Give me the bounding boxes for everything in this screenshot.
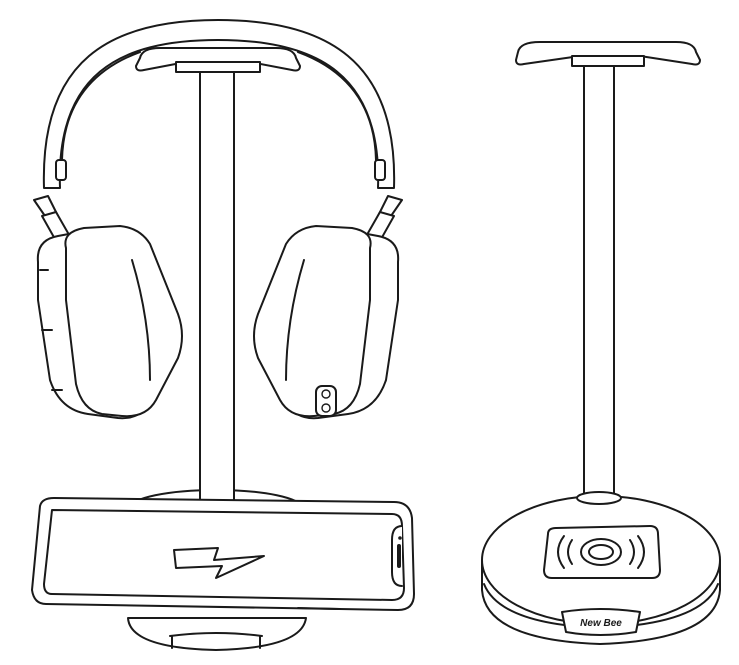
right-ear-cup: [253, 195, 403, 420]
right-stand-cradle: [515, 41, 701, 67]
left-stand-pole: [199, 69, 235, 511]
phone-illustration: [31, 497, 415, 611]
lightning-bolt-icon: [173, 547, 265, 579]
right-stand-pole: [583, 65, 615, 499]
wireless-charging-pad: [543, 525, 661, 579]
left-ear-cup: [33, 195, 183, 420]
brand-label: New Bee: [580, 618, 622, 629]
brand-plate: New Bee: [561, 608, 641, 636]
right-stand-illustration: New Bee: [481, 41, 721, 645]
left-stand-illustration: [31, 19, 415, 651]
headphone-headband: [42, 19, 396, 189]
right-stand-base: New Bee: [481, 491, 721, 645]
wireless-charging-icon: [557, 535, 645, 569]
left-stand-cradle: [135, 47, 301, 73]
ear-cup-control-buttons: [315, 385, 337, 417]
